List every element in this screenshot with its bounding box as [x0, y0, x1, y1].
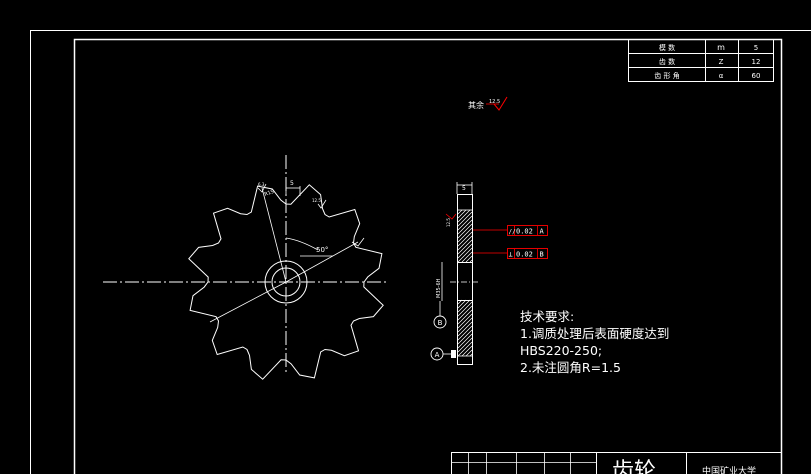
- param-name-1: 齿 数: [659, 57, 675, 66]
- perp-datum: B: [540, 251, 544, 259]
- hatch-line: [457, 333, 473, 349]
- hatch-line: [457, 231, 473, 247]
- param-symbol-1: Z: [719, 58, 724, 66]
- hatch-line: [457, 215, 473, 231]
- hub-bore-circle: [271, 267, 301, 297]
- hatch-line: [461, 345, 473, 357]
- school-name: 中国矿业大学: [702, 465, 756, 474]
- outer-frame: [30, 30, 811, 474]
- hatch-line: [457, 239, 473, 255]
- hatch-line: [457, 211, 473, 227]
- bore-thread-dim: M35-6H: [436, 278, 442, 298]
- side-width-dim: 5: [462, 185, 466, 192]
- gear-front-view: 50° 5 R15 12.5 6.3: [103, 155, 388, 380]
- gear-side-view: 5 M35-6H 12.5 // 0.02 A ⊥ 0.02 B B: [430, 182, 548, 365]
- surface-roughness-value: 12.5: [489, 99, 500, 105]
- hatch-line: [457, 321, 473, 337]
- parallelism-tolerance: // 0.02 A: [507, 225, 548, 236]
- requirements-title: 技术要求:: [520, 309, 575, 324]
- requirements-line-1: 1.调质处理后表面硬度达到: [520, 326, 670, 341]
- hatch-line: [457, 227, 473, 243]
- hatch-line: [457, 209, 463, 215]
- hatch-line: [457, 235, 473, 251]
- param-symbol-0: m: [717, 43, 725, 52]
- hatch-line: [457, 325, 473, 341]
- param-value-1: 12: [752, 58, 761, 66]
- parameter-table: 模 数 m 5 齿 数 Z 12 齿 形 角 α 60: [628, 39, 774, 82]
- hatch-line: [461, 251, 473, 263]
- tooth-radius-dim: R15: [264, 189, 275, 198]
- hatch-line: [469, 259, 473, 263]
- surface-roughness-note: 其余 12.5: [468, 96, 508, 111]
- surface-label: 其余: [468, 100, 484, 110]
- hatch-line: [457, 337, 473, 353]
- param-symbol-2: α: [719, 72, 724, 80]
- parallel-value: 0.02: [516, 228, 533, 236]
- hatch-line: [457, 209, 467, 219]
- hatch-line: [457, 243, 473, 259]
- parallel-symbol: //: [509, 229, 517, 236]
- hatch-line: [457, 247, 473, 263]
- hatch-line: [457, 313, 473, 329]
- hatch-line: [457, 299, 471, 313]
- inner-frame: [73, 38, 783, 474]
- hatch-line: [457, 329, 473, 345]
- hatch-line: [457, 341, 473, 357]
- hatch-line: [457, 299, 467, 309]
- angle-annotation: 50°: [316, 246, 328, 254]
- requirements-line-3: 2.未注圆角R=1.5: [520, 360, 621, 375]
- hub-outer-circle: [264, 260, 308, 304]
- title-block: 齿轮 中国矿业大学: [451, 452, 782, 474]
- param-name-2: 齿 形 角: [654, 71, 679, 80]
- tooth-width-dim: 5: [290, 180, 294, 187]
- hatch-line: [457, 223, 473, 239]
- hatch-line: [457, 301, 473, 317]
- hatch-line: [469, 353, 473, 357]
- hatch-line: [457, 209, 471, 223]
- rough-small-b: 6.3: [258, 182, 265, 187]
- param-value-2: 60: [752, 72, 761, 80]
- hatch-line: [457, 305, 473, 321]
- perp-symbol: ⊥: [509, 251, 513, 259]
- hatch-line: [457, 219, 473, 235]
- hatch-line: [465, 349, 473, 357]
- param-name-0: 模 数: [659, 43, 675, 52]
- perpendicularity-tolerance: ⊥ 0.02 B: [507, 248, 548, 259]
- rough-small-a: 12.5: [312, 198, 321, 203]
- drawing-name: 齿轮: [612, 459, 656, 474]
- datum-a: A: [435, 351, 440, 359]
- requirements-line-2: HBS220-250;: [520, 343, 603, 358]
- technical-requirements: 技术要求: 1.调质处理后表面硬度达到 HBS220-250; 2.未注圆角R=…: [520, 308, 669, 376]
- param-value-0: 5: [754, 44, 758, 52]
- datum-b: B: [438, 319, 443, 327]
- hatch-line: [465, 255, 473, 263]
- parallel-datum: A: [540, 228, 545, 236]
- hatch-line: [457, 309, 473, 325]
- side-roughness: 12.5: [446, 218, 451, 227]
- hatch-line: [457, 299, 463, 305]
- perp-value: 0.02: [516, 251, 533, 259]
- hatch-line: [457, 317, 473, 333]
